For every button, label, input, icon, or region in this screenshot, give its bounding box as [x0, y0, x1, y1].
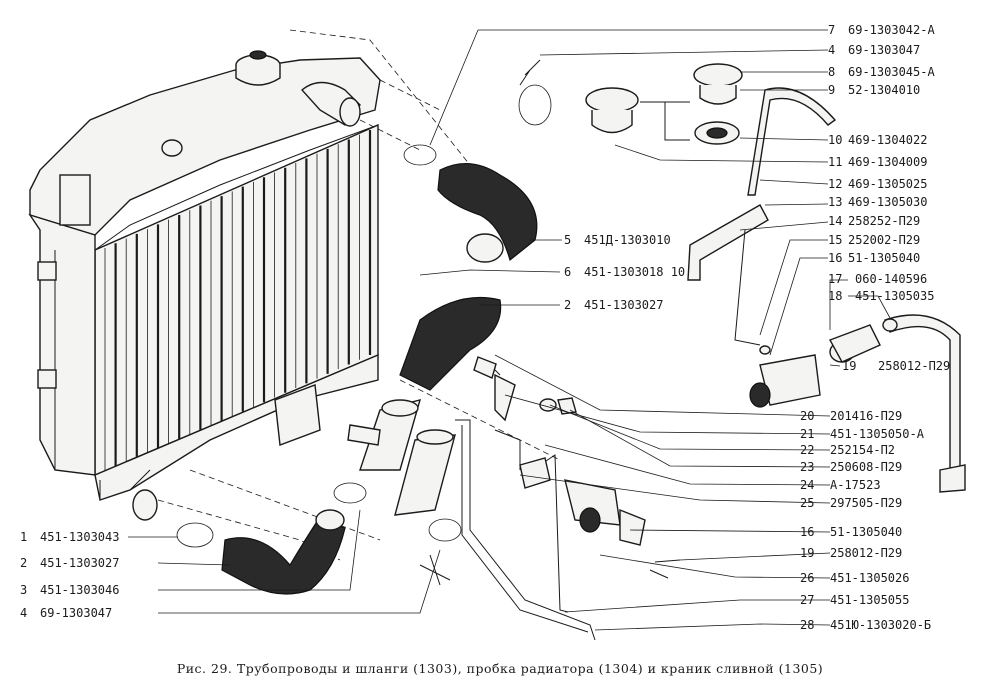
part-code: 451Д-1303010 [584, 233, 671, 247]
lower-bent-hose [221, 509, 346, 595]
part-code: 469-1305025 [848, 177, 927, 191]
svg-text:7: 7 [828, 23, 835, 37]
right-label-group: 7 69-1303042-А 4 69-1303047 8 69-1303045… [828, 23, 935, 303]
part-number: 19 [842, 359, 856, 373]
part-number: 13 [828, 195, 842, 209]
part-number: 17 [828, 272, 842, 286]
part-number: 16 [828, 251, 842, 265]
part-code: 451-1305035 [855, 289, 934, 303]
part-code: 258012-П29 [830, 546, 902, 560]
part-number: 28 [800, 618, 814, 632]
part-number: 21 [800, 427, 814, 441]
part-code: 297505-П29 [830, 496, 902, 510]
part-number: 2 [20, 556, 27, 570]
part-code: 451-1303043 [40, 530, 119, 544]
straight-pipe [394, 429, 456, 516]
part-number: 26 [800, 571, 814, 585]
part-number: 6 [564, 265, 571, 279]
exploded-parts-diagram: 7 69-1303042-А 4 69-1303047 8 69-1303045… [20, 23, 966, 641]
part-code: 469-1304009 [848, 155, 927, 169]
part-number: 9 [828, 83, 835, 97]
part-number: 22 [800, 443, 814, 457]
part-code: 451-1303027 [40, 556, 119, 570]
part-number: 15 [828, 233, 842, 247]
part-code: 258012-П29 [878, 359, 950, 373]
part-code: 252002-П29 [848, 233, 920, 247]
mid-label-group: 5 451Д-1303010 6 451-1303018 10 2 451-13… [564, 233, 950, 373]
drain-tubes [687, 87, 966, 493]
upper-hose [437, 162, 538, 263]
part-code: 201416-П29 [830, 409, 902, 423]
figure-caption: Рис. 29. Трубопроводы и шланги (1303), п… [176, 661, 824, 676]
part-code: 69-1303047 [40, 606, 112, 620]
part-number: 25 [800, 496, 814, 510]
part-code: 250608-П29 [830, 460, 902, 474]
part-number: 12 [828, 177, 842, 191]
part-number: 7 [828, 23, 835, 37]
part-number: 11 [828, 155, 842, 169]
part-number: 18 [828, 289, 842, 303]
lower-right-label-group: 20 201416-П29 21 451-1305050-А 22 252154… [800, 409, 931, 632]
part-code: 51-1305040 [830, 525, 902, 539]
part-number: 16 [800, 525, 814, 539]
radiator-caps [585, 63, 743, 145]
part-number: 8 [828, 65, 835, 79]
middle-hose [399, 296, 502, 391]
part-code: 060-140596 [855, 272, 927, 286]
left-label-group: 1 451-1303043 2 451-1303027 3 451-130304… [20, 530, 119, 620]
part-code: 69-1303045-А [848, 65, 935, 79]
part-code: 469-1305030 [848, 195, 927, 209]
part-code: 258252-П29 [848, 214, 920, 228]
part-code: 451Ю-1303020-Б [830, 618, 931, 632]
part-number: 2 [564, 298, 571, 312]
part-code: 52-1304010 [848, 83, 920, 97]
part-code: 252154-П2 [830, 443, 895, 457]
leader-lines [128, 29, 891, 631]
lower-drain-tap [455, 356, 681, 641]
part-code: 51-1305040 [848, 251, 920, 265]
part-code: 69-1303042-А [848, 23, 935, 37]
part-number: 20 [800, 409, 814, 423]
radiator [28, 50, 381, 521]
part-number: 24 [800, 478, 814, 492]
part-code: 451-1303046 [40, 583, 119, 597]
part-code: 469-1304022 [848, 133, 927, 147]
part-code: 451-1305055 [830, 593, 909, 607]
part-number: 4 [20, 606, 27, 620]
part-code: 69-1303047 [848, 43, 920, 57]
part-number: 19 [800, 546, 814, 560]
part-number: 5 [564, 233, 571, 247]
part-number: 10 [828, 133, 842, 147]
tee-pipe [347, 399, 422, 471]
part-code: 451-1303027 [584, 298, 663, 312]
part-number: 14 [828, 214, 842, 228]
part-code: 451-1305026 [830, 571, 909, 585]
part-number: 1 [20, 530, 27, 544]
part-number: 4 [828, 43, 835, 57]
part-number: 23 [800, 460, 814, 474]
hose-clamps [176, 59, 552, 586]
part-code: 451-1303018 10 [584, 265, 685, 279]
part-code: А-17523 [830, 478, 881, 492]
part-number: 3 [20, 583, 27, 597]
part-code: 451-1305050-А [830, 427, 925, 441]
part-number: 27 [800, 593, 814, 607]
